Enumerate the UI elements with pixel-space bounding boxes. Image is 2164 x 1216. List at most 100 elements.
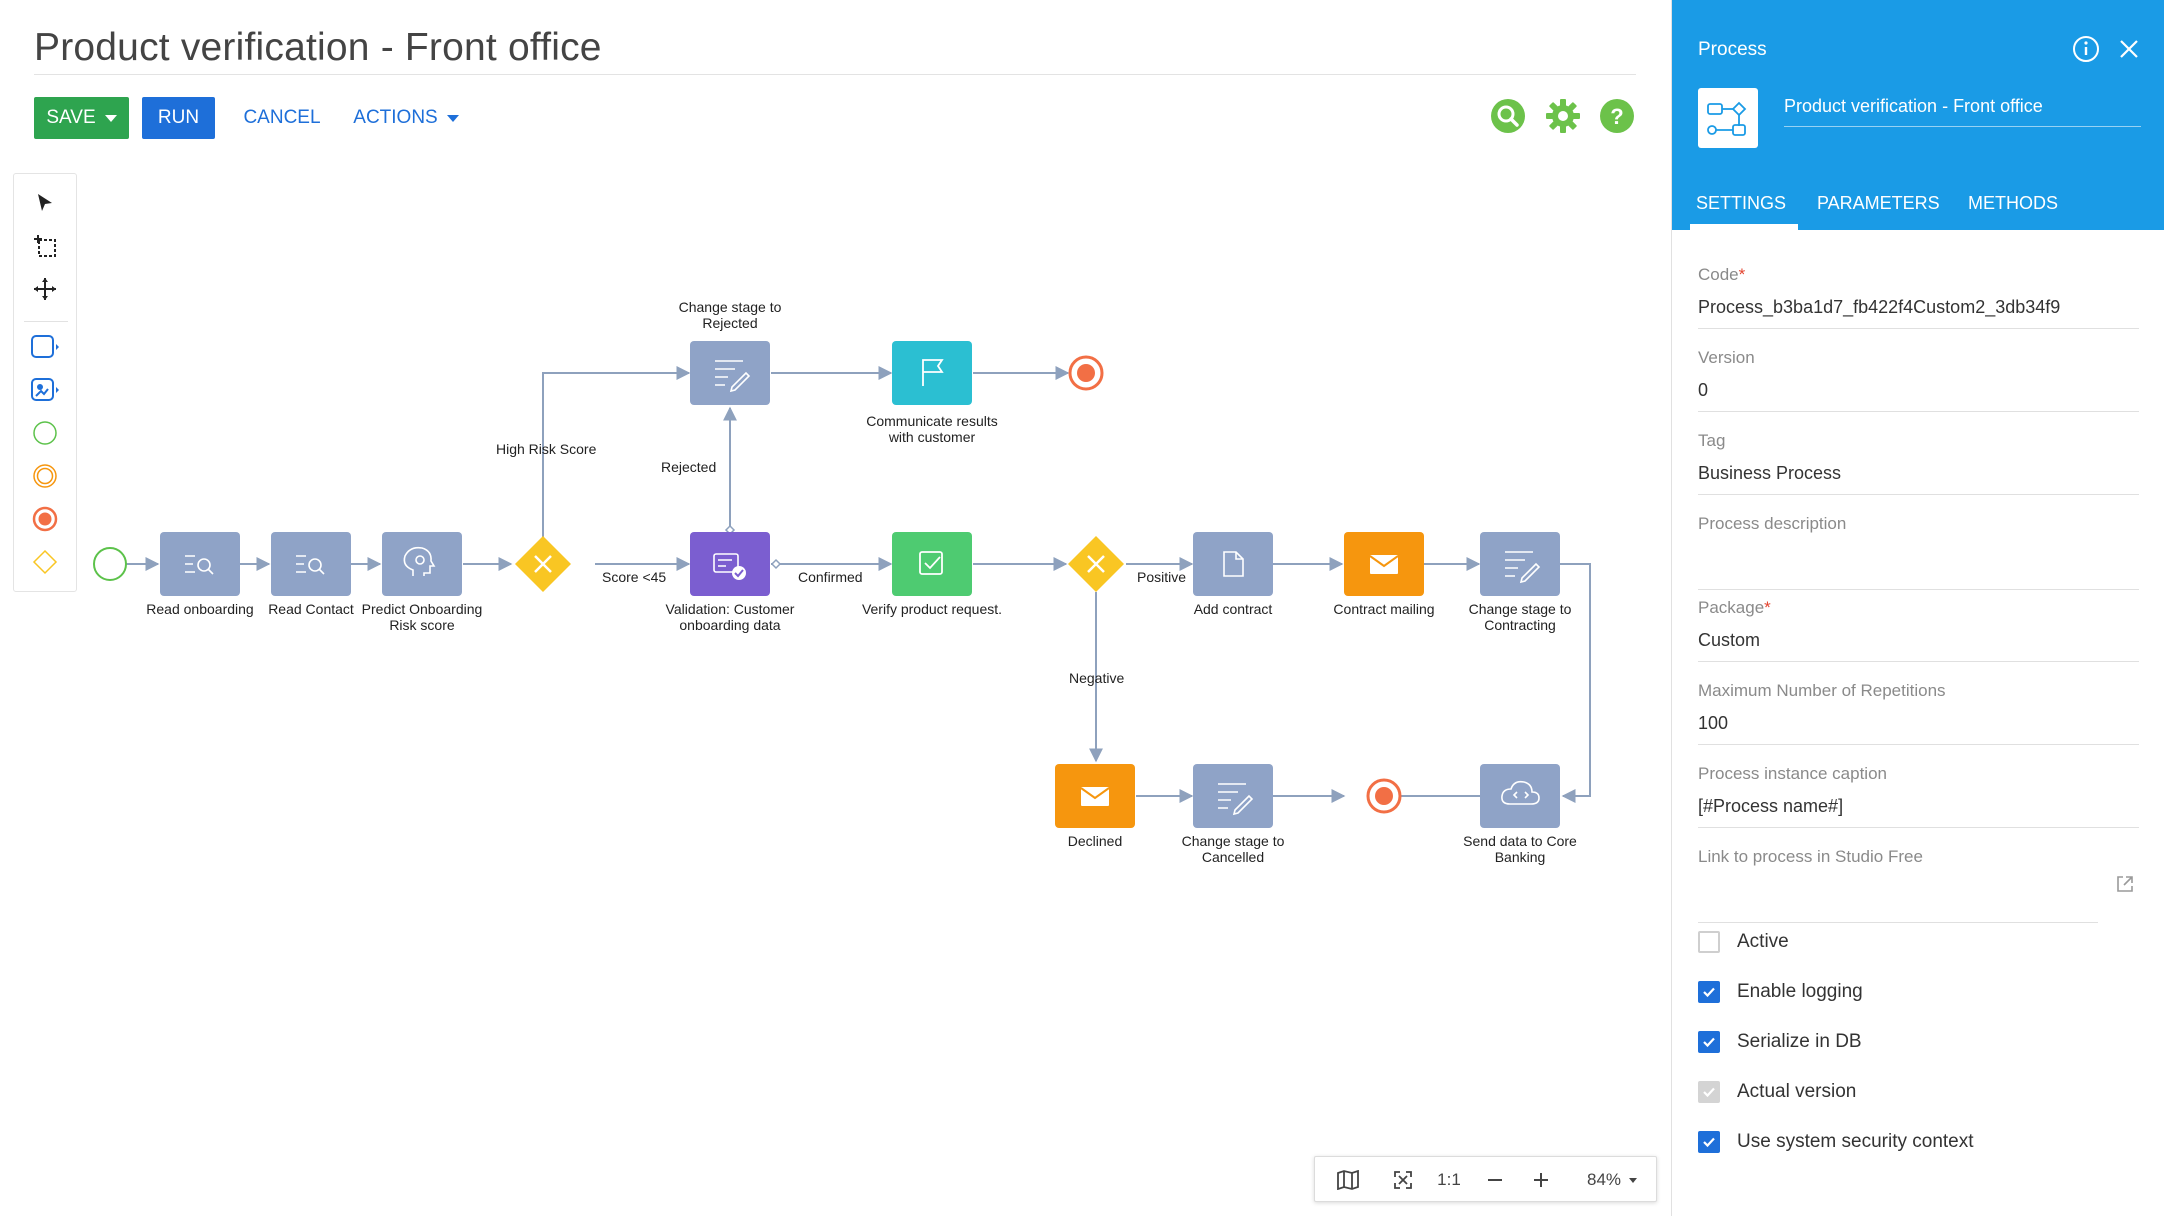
package-value[interactable]: Custom bbox=[1698, 630, 1761, 650]
save-dropdown-caret-icon bbox=[104, 114, 117, 122]
task-communicate-results[interactable] bbox=[892, 341, 972, 405]
task-send-data-core-banking[interactable] bbox=[1480, 764, 1560, 828]
actual-version-checkbox-row: Actual version bbox=[1698, 1080, 1856, 1104]
max-repetitions-value[interactable]: 100 bbox=[1698, 713, 1729, 733]
zoom-actual-size-button[interactable]: 1:1 bbox=[1437, 1170, 1461, 1189]
task-change-stage-contracting[interactable] bbox=[1480, 532, 1560, 596]
end-event-tool-icon[interactable] bbox=[30, 504, 60, 534]
system-security-checkbox-row[interactable]: Use system security context bbox=[1698, 1130, 1974, 1154]
task-validation-customer-data[interactable] bbox=[690, 532, 770, 596]
info-icon[interactable] bbox=[2072, 35, 2100, 63]
node-label: Read onboarding bbox=[146, 601, 254, 617]
instance-caption-field[interactable]: Process instance caption [#Process name#… bbox=[1698, 764, 2139, 828]
task-tool-icon[interactable] bbox=[30, 332, 60, 362]
zoom-out-icon[interactable] bbox=[1475, 1157, 1515, 1203]
exclusive-gateway-risk[interactable] bbox=[515, 536, 571, 592]
code-field[interactable]: Code* Process_b3ba1d7_fb422f4Custom2_3db… bbox=[1698, 265, 2139, 329]
properties-panel: Process Product verification - Front bbox=[1671, 0, 2164, 1216]
close-icon[interactable] bbox=[2117, 37, 2141, 61]
active-checkbox[interactable] bbox=[1698, 931, 1720, 953]
studio-link-field[interactable]: Link to process in Studio Free bbox=[1698, 847, 2098, 923]
zoom-in-icon[interactable] bbox=[1521, 1157, 1561, 1203]
node-label: Validation: Customer onboarding data bbox=[665, 601, 795, 633]
node-label: Verify product request. bbox=[861, 601, 1003, 617]
panel-caption: Process bbox=[1698, 39, 1767, 60]
checkmark-icon bbox=[1703, 1137, 1715, 1148]
save-button-label: SAVE bbox=[46, 107, 96, 128]
tab-settings[interactable]: SETTINGS bbox=[1696, 193, 1787, 213]
exclusive-gateway-verification[interactable] bbox=[1068, 536, 1124, 592]
task-add-contract[interactable] bbox=[1193, 532, 1273, 596]
active-tab-indicator bbox=[1690, 224, 1798, 230]
package-field[interactable]: Package* Custom bbox=[1698, 598, 2139, 662]
end-event-rejected[interactable] bbox=[1068, 355, 1104, 391]
external-link-icon[interactable] bbox=[2115, 874, 2135, 894]
save-button[interactable]: SAVE bbox=[34, 97, 129, 139]
task-read-contact[interactable] bbox=[271, 532, 351, 596]
package-label: Package* bbox=[1698, 598, 1771, 617]
node-label: Send data to Core Banking bbox=[1463, 833, 1577, 865]
process-icon bbox=[1698, 88, 1758, 148]
task-declined-mail[interactable] bbox=[1055, 764, 1135, 828]
pointer-tool-icon[interactable] bbox=[30, 188, 60, 218]
task-predict-risk-score[interactable] bbox=[382, 532, 462, 596]
process-diagram-canvas[interactable]: Read onboarding Read Contact Predict Onb… bbox=[80, 180, 1640, 1140]
edge-label-negative: Negative bbox=[1069, 670, 1125, 686]
checkmark-icon bbox=[1703, 987, 1715, 998]
node-label: Change stage to Cancelled bbox=[1181, 833, 1285, 865]
description-field[interactable]: Process description bbox=[1698, 514, 2139, 590]
start-event-tool-icon[interactable] bbox=[30, 418, 60, 448]
task-read-onboarding[interactable] bbox=[160, 532, 240, 596]
title-divider bbox=[34, 74, 1636, 75]
enable-logging-checkbox-row[interactable]: Enable logging bbox=[1698, 980, 1863, 1004]
version-field[interactable]: Version 0 bbox=[1698, 348, 2139, 412]
task-change-stage-rejected[interactable] bbox=[690, 341, 770, 405]
gateway-tool-icon[interactable] bbox=[30, 547, 60, 577]
search-icon[interactable] bbox=[1490, 98, 1526, 134]
tab-methods[interactable]: METHODS bbox=[1968, 193, 2058, 213]
task-change-stage-cancelled[interactable] bbox=[1193, 764, 1273, 828]
description-value[interactable] bbox=[1698, 546, 2139, 580]
pan-move-icon[interactable] bbox=[30, 274, 60, 304]
max-repetitions-field[interactable]: Maximum Number of Repetitions 100 bbox=[1698, 681, 2139, 745]
tag-value[interactable]: Business Process bbox=[1698, 463, 1842, 483]
enable-logging-checkbox[interactable] bbox=[1698, 981, 1720, 1003]
code-value[interactable]: Process_b3ba1d7_fb422f4Custom2_3db34f9 bbox=[1698, 297, 2061, 317]
tag-field[interactable]: Tag Business Process bbox=[1698, 431, 2139, 495]
flow-line[interactable] bbox=[1560, 563, 1591, 803]
edge-label-score: Score <45 bbox=[602, 569, 667, 585]
studio-link-value[interactable] bbox=[1698, 879, 2098, 913]
process-name-underline bbox=[1784, 126, 2141, 127]
gear-icon[interactable] bbox=[1545, 98, 1581, 134]
serialize-db-checkbox[interactable] bbox=[1698, 1031, 1720, 1053]
task-contract-mailing[interactable] bbox=[1344, 532, 1424, 596]
intermediate-event-tool-icon[interactable] bbox=[30, 461, 60, 491]
help-icon[interactable]: ? bbox=[1599, 98, 1635, 134]
active-checkbox-row[interactable]: Active bbox=[1698, 930, 1789, 954]
minimap-icon[interactable] bbox=[1327, 1157, 1369, 1203]
process-name[interactable]: Product verification - Front office bbox=[1784, 96, 2043, 116]
serialize-db-checkbox-row[interactable]: Serialize in DB bbox=[1698, 1030, 1862, 1054]
run-button[interactable]: RUN bbox=[142, 97, 215, 139]
instance-caption-value[interactable]: [#Process name#] bbox=[1698, 796, 1844, 816]
node-label: Read Contact bbox=[268, 601, 354, 617]
zoom-level-select[interactable]: 84% bbox=[1577, 1157, 1647, 1203]
tab-parameters[interactable]: PARAMETERS bbox=[1817, 193, 1940, 213]
end-event-final[interactable] bbox=[1366, 778, 1402, 814]
system-security-checkbox[interactable] bbox=[1698, 1131, 1720, 1153]
start-event[interactable] bbox=[93, 547, 127, 581]
node-label: Change stage to Rejected bbox=[678, 299, 782, 331]
page-title: Product verification - Front office bbox=[34, 26, 602, 69]
user-task-tool-icon[interactable] bbox=[30, 375, 60, 405]
fit-to-screen-icon[interactable] bbox=[1383, 1157, 1423, 1203]
node-label: Contract mailing bbox=[1333, 601, 1435, 617]
version-value[interactable]: 0 bbox=[1698, 380, 1709, 400]
actions-button[interactable]: ACTIONS bbox=[346, 97, 466, 139]
description-label: Process description bbox=[1698, 514, 1847, 533]
cancel-button[interactable]: CANCEL bbox=[243, 107, 321, 128]
task-verify-product-request[interactable] bbox=[892, 532, 972, 596]
flow-line[interactable] bbox=[542, 366, 691, 538]
lasso-select-icon[interactable] bbox=[30, 231, 60, 261]
serialize-db-label: Serialize in DB bbox=[1737, 1031, 1862, 1052]
actual-version-label: Actual version bbox=[1737, 1081, 1857, 1102]
